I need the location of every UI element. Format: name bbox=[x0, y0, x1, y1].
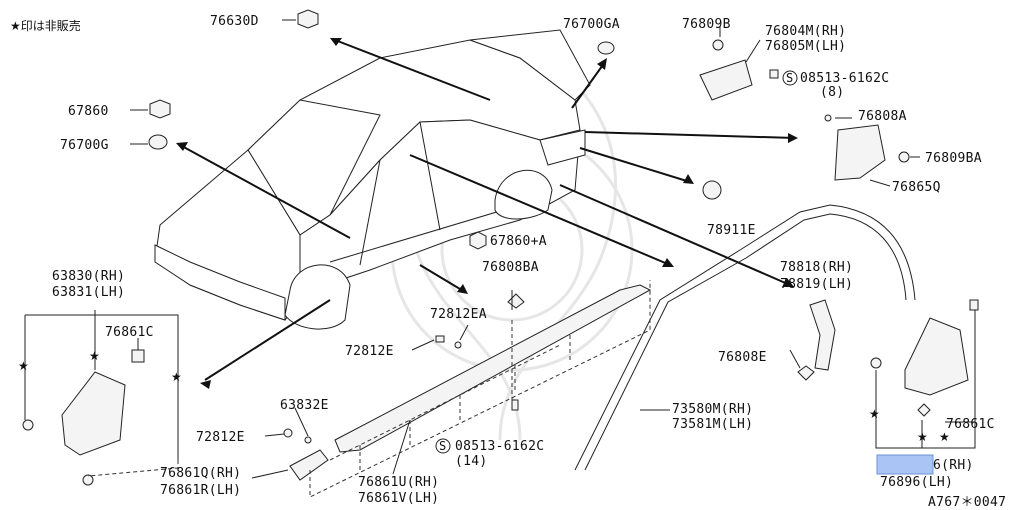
label-73580M: 73580M(RH) bbox=[672, 402, 753, 417]
bracket-78818-icon bbox=[809, 299, 836, 371]
star-marker: ★ bbox=[89, 349, 100, 363]
label-08513-qty8: (8) bbox=[820, 85, 844, 100]
label-08513-14: 08513-6162C bbox=[455, 439, 544, 454]
front-mudguard-63830-icon bbox=[61, 371, 126, 456]
label-78911E: 78911E bbox=[707, 223, 756, 238]
label-76630D: 76630D bbox=[210, 14, 259, 29]
label-76808BA: 76808BA bbox=[482, 260, 539, 275]
label-63830: 63830(RH) bbox=[52, 269, 125, 284]
arrow-78911E bbox=[579, 147, 691, 183]
part-labels: 76630D 76700GA 76809B 76804M(RH) 76805M(… bbox=[52, 14, 1006, 510]
label-76865Q: 76865Q bbox=[892, 180, 941, 195]
label-76805M: 76805M(LH) bbox=[765, 39, 846, 54]
label-76896: 76896(LH) bbox=[880, 475, 953, 490]
label-76804M: 76804M(RH) bbox=[765, 24, 846, 39]
plug-67860A-icon bbox=[469, 231, 487, 250]
not-sold-note: ★印は非販売 bbox=[10, 18, 81, 33]
bracket-63832E-icon bbox=[289, 449, 329, 481]
star-marker: ★ bbox=[869, 407, 880, 421]
plug-67860-icon bbox=[149, 99, 171, 119]
label-76861V: 76861V(LH) bbox=[358, 491, 439, 506]
screw-symbol-2: S bbox=[439, 439, 446, 453]
not-sold-markers: ★ ★ ★ ★ ★ ★ bbox=[18, 349, 950, 444]
screw-symbol: S bbox=[786, 71, 793, 85]
label-08513-8: 08513-6162C bbox=[800, 71, 889, 86]
star-marker: ★ bbox=[171, 370, 182, 384]
drawing-number: A767＊0047 bbox=[928, 495, 1006, 510]
label-76700GA: 76700GA bbox=[563, 17, 620, 32]
label-76895: 6(RH) bbox=[933, 458, 974, 473]
arrow-roof-molding bbox=[409, 154, 671, 266]
label-72812E-a: 72812E bbox=[345, 344, 394, 359]
car-body-illustration bbox=[154, 29, 591, 330]
arrow-sill bbox=[419, 264, 466, 293]
clip-76809B-icon bbox=[712, 39, 724, 51]
leader-lines bbox=[24, 19, 976, 498]
arrow-76700G bbox=[179, 144, 351, 239]
bracket-76804M-icon bbox=[699, 59, 753, 101]
label-76809B: 76809B bbox=[682, 17, 731, 32]
label-76861R: 76861R(LH) bbox=[160, 483, 241, 498]
splash-76865Q-icon bbox=[834, 124, 886, 181]
label-63832E: 63832E bbox=[280, 398, 329, 413]
pointer-arrows bbox=[176, 38, 798, 389]
star-marker: ★ bbox=[18, 359, 29, 373]
star-marker: ★ bbox=[917, 430, 928, 444]
label-76861C-right: 76861C bbox=[946, 417, 995, 432]
label-76808E: 76808E bbox=[718, 350, 767, 365]
label-76861C-left: 76861C bbox=[105, 325, 154, 340]
arrow-76630D bbox=[334, 39, 491, 101]
arrow-78818 bbox=[559, 184, 791, 286]
label-76861Q: 76861Q(RH) bbox=[160, 466, 241, 481]
star-marker: ★ bbox=[939, 430, 950, 444]
rear-mudguard-76895-icon bbox=[904, 317, 969, 396]
label-76808A: 76808A bbox=[858, 109, 907, 124]
label-76861U: 76861U(RH) bbox=[358, 475, 439, 490]
label-76700G: 76700G bbox=[60, 138, 109, 153]
clip-76808BA-icon bbox=[507, 293, 525, 309]
label-08513-qty14: (14) bbox=[455, 454, 488, 469]
label-63831: 63831(LH) bbox=[52, 285, 125, 300]
label-73581M: 73581M(LH) bbox=[672, 417, 753, 432]
label-78819: 78819(LH) bbox=[780, 277, 853, 292]
cap-78911E-icon bbox=[702, 180, 722, 200]
label-72812E-b: 72812E bbox=[196, 430, 245, 445]
label-72812EA: 72812EA bbox=[430, 307, 487, 322]
label-78818: 78818(RH) bbox=[780, 260, 853, 275]
highlight-box bbox=[876, 454, 934, 475]
arrow-front-mudguard bbox=[204, 299, 331, 381]
sill-molding-76861U-icon bbox=[334, 284, 652, 453]
arrow-76808A bbox=[584, 131, 796, 139]
part-glyphs bbox=[22, 9, 979, 486]
label-76809BA: 76809BA bbox=[925, 151, 982, 166]
label-67860: 67860 bbox=[68, 104, 109, 119]
label-67860A: 67860+A bbox=[490, 234, 547, 249]
grommet-76700G-icon bbox=[148, 134, 168, 150]
arrow-76700GA bbox=[571, 61, 606, 109]
clip-76630D-icon bbox=[297, 9, 319, 29]
grommet-76700GA-icon bbox=[597, 41, 615, 55]
